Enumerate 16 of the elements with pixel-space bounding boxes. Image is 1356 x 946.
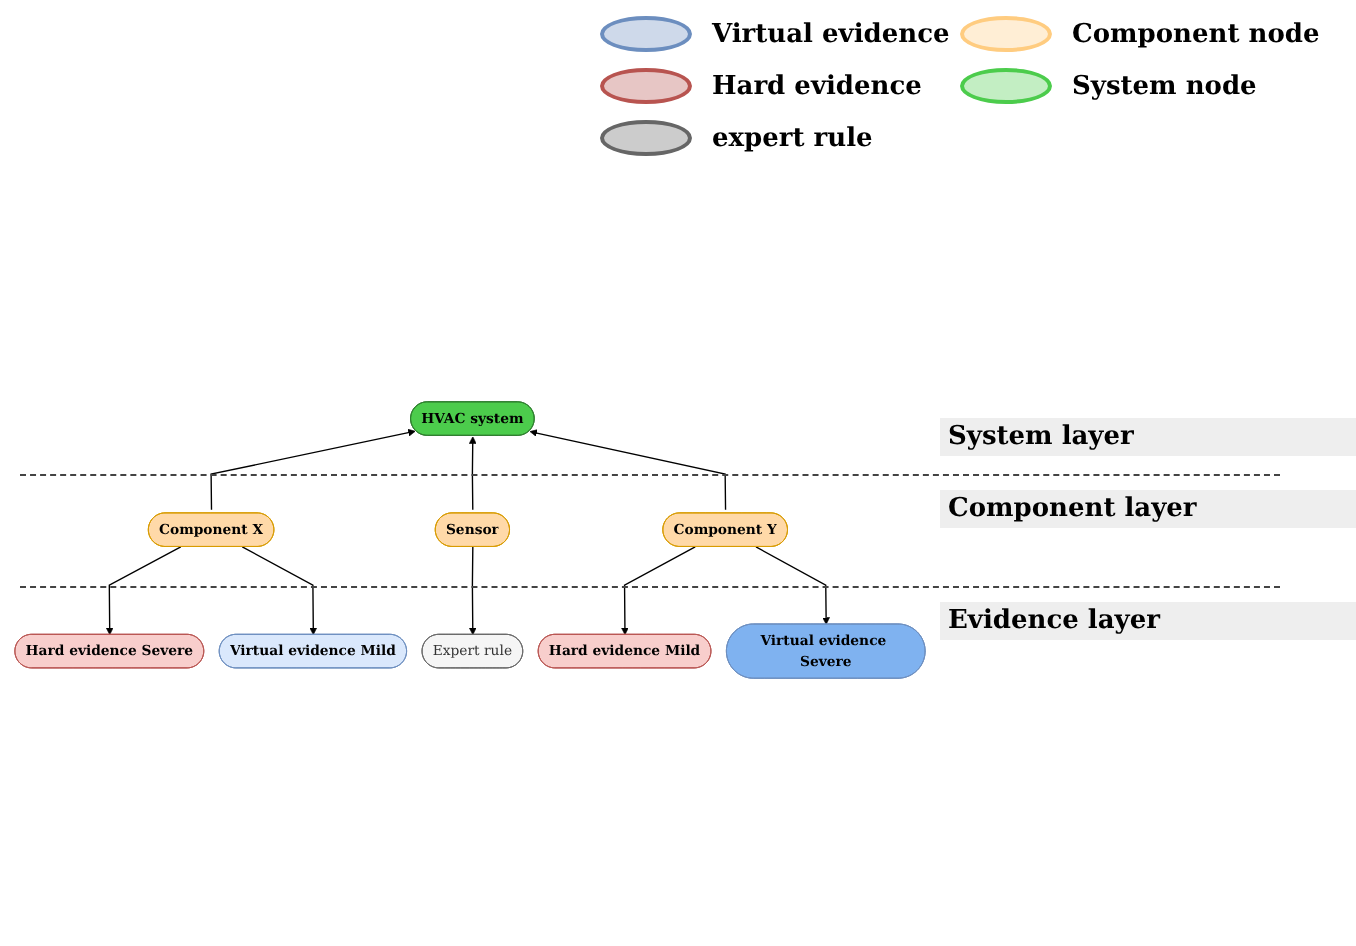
arrow [529,429,727,511]
legend-label: Component node [1072,19,1320,49]
legend-label: Hard evidence [712,71,922,101]
layer-label: System layer [940,418,1356,457]
legend-label: expert rule [712,123,873,153]
legend-label: Virtual evidence [712,19,950,49]
arrow [755,546,830,625]
arrow [469,546,477,636]
legend-label: System node [1072,71,1257,101]
layer-label: Evidence layer [940,601,1356,640]
layer-label: Component layer [940,490,1356,529]
arrow [210,428,416,511]
arrow [621,546,696,636]
arrow [105,546,182,636]
arrow [241,546,318,636]
arrow [468,436,477,511]
